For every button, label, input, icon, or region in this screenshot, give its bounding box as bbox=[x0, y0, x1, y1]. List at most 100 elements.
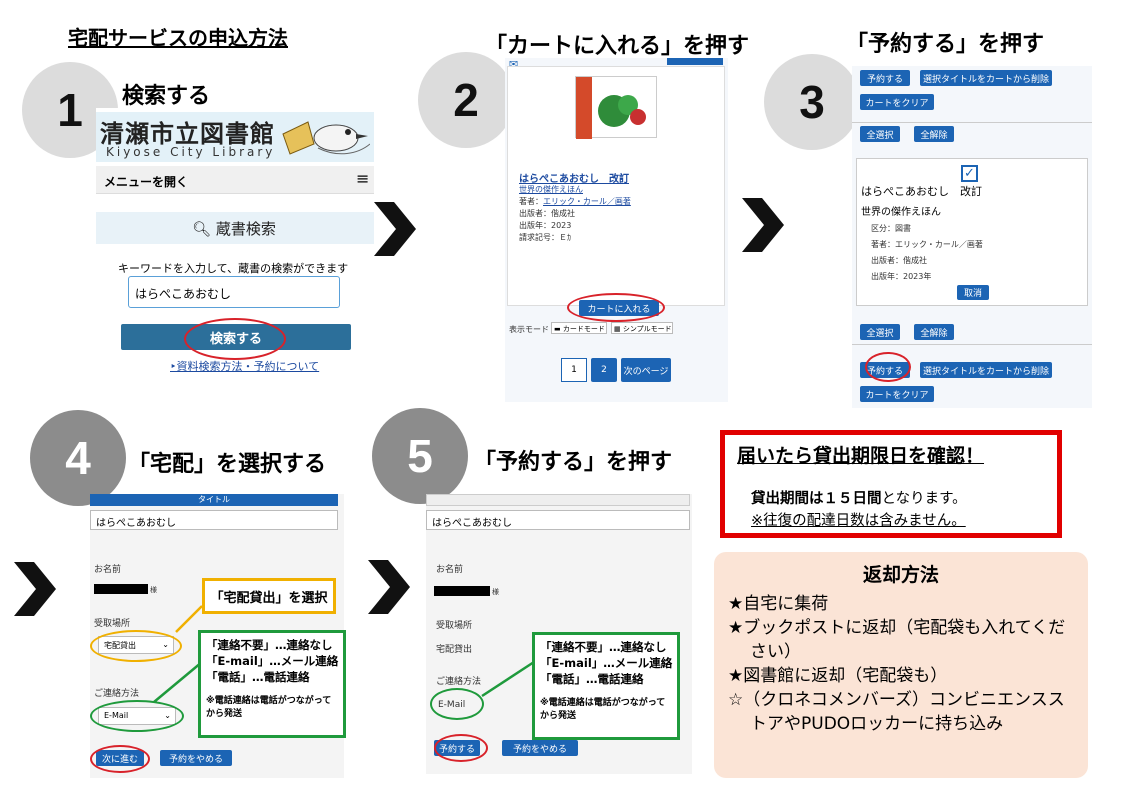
arrow-right-icon bbox=[374, 202, 416, 256]
author-row: 著者：エリック・カール／画著 bbox=[519, 197, 631, 206]
highlight-pickup-select bbox=[90, 630, 182, 662]
search-hint: キーワードを入力して、蔵書の検索ができます bbox=[118, 262, 349, 275]
item-checkbox[interactable]: ✓ bbox=[961, 165, 978, 182]
connector bbox=[481, 660, 535, 698]
redacted-name bbox=[94, 584, 148, 594]
select-all-button-bottom[interactable]: 全選択 bbox=[860, 324, 900, 340]
author-link[interactable]: エリック・カール／画著 bbox=[543, 197, 631, 206]
display-mode-label: 表示モード bbox=[509, 325, 549, 334]
card-mode-button[interactable]: ▬ カードモード bbox=[551, 322, 607, 334]
cart-cancel-button[interactable]: 取消 bbox=[957, 285, 989, 300]
search-icon: 🔍︎ bbox=[192, 220, 212, 238]
cart-publisher: 出版者：偕成社 bbox=[871, 256, 927, 265]
highlight-reserve-button bbox=[434, 734, 488, 762]
contact-label: ご連絡方法 bbox=[436, 677, 482, 687]
pub-year: 出版年：2023 bbox=[519, 221, 572, 230]
remove-from-cart-button-bottom[interactable]: 選択タイトルをカートから削除 bbox=[920, 362, 1052, 378]
deselect-all-button[interactable]: 全解除 bbox=[914, 126, 954, 142]
highlight-search-button bbox=[184, 318, 286, 360]
return-item: ★図書館に返却（宅配袋も） bbox=[728, 666, 948, 686]
reserve-button-top[interactable]: 予約する bbox=[860, 70, 910, 86]
return-method-box: 返却方法 ★自宅に集荷 ★ブックポストに返却（宅配袋も入れてください） ★図書館… bbox=[714, 552, 1088, 778]
cart-author: 著者：エリック・カール／画著 bbox=[871, 240, 983, 249]
deselect-all-button-bottom[interactable]: 全解除 bbox=[914, 324, 954, 340]
cart-category: 区分：図書 bbox=[871, 224, 911, 233]
pickup-label: 受取場所 bbox=[436, 621, 473, 631]
book-title-field: はらぺこあおむし bbox=[426, 510, 690, 530]
loan-period: 貸出期間は１５日間となります。 bbox=[751, 491, 967, 507]
note-line-3: 「電話」…電話連絡 bbox=[540, 672, 644, 686]
highlight-reserve-button bbox=[865, 352, 911, 382]
bird-book-icon bbox=[282, 121, 370, 155]
top-button[interactable] bbox=[667, 58, 723, 65]
note-line-2: 「E-mail」…メール連絡 bbox=[540, 656, 673, 670]
highlight-next-button bbox=[90, 745, 150, 773]
delivery-note: ※往復の配達日数は含みません。 bbox=[751, 513, 966, 529]
mail-icon: ✉ bbox=[509, 58, 519, 71]
name-label: お名前 bbox=[94, 565, 122, 575]
series-link[interactable]: 世界の傑作えほん bbox=[519, 185, 583, 194]
page-1-button[interactable]: 1 bbox=[561, 358, 587, 382]
library-logo: 清瀬市立図書館 Kiyose City Library bbox=[96, 112, 374, 162]
name-label: お名前 bbox=[436, 565, 464, 575]
screenshot-cart: 予約する 選択タイトルをカートから削除 カートをクリア 全選択 全解除 ✓ はら… bbox=[852, 66, 1092, 408]
clear-cart-button-bottom[interactable]: カートをクリア bbox=[860, 386, 934, 402]
redacted-name bbox=[434, 586, 490, 596]
highlight-cart-button bbox=[567, 293, 665, 322]
page-2-button[interactable]: 2 bbox=[591, 358, 617, 382]
note-line-1: 「連絡不要」…連絡なし bbox=[540, 640, 667, 654]
note-phone: ※電話連絡は電話がつながってから発送 bbox=[206, 696, 332, 719]
return-list: ★自宅に集荷 ★ブックポストに返却（宅配袋も入れてください） ★図書館に返却（宅… bbox=[728, 592, 1080, 736]
arrow-right-icon bbox=[14, 562, 56, 616]
arrow-right-icon bbox=[368, 560, 410, 614]
step-2-circle: 2 bbox=[418, 52, 514, 148]
due-box-title: 届いたら貸出期限日を確認！ bbox=[737, 445, 985, 467]
cancel-reservation-button[interactable]: 予約をやめる bbox=[502, 740, 578, 756]
menu-bar[interactable]: メニューを開く ≡ bbox=[96, 166, 374, 194]
book-title-field: はらぺこあおむし bbox=[90, 510, 338, 530]
screenshot-result: ✉ はらぺこあおむし 改訂 世界の傑作えほん 著者：エリック・カール／画著 出版… bbox=[505, 58, 728, 402]
highlight-contact-select bbox=[90, 700, 184, 732]
hamburger-icon[interactable]: ≡ bbox=[356, 169, 370, 188]
next-page-button[interactable]: 次のページ bbox=[621, 358, 671, 382]
clear-cart-button[interactable]: カートをクリア bbox=[860, 94, 934, 110]
search-header-text: 蔵書検索 bbox=[215, 220, 276, 238]
book-cover bbox=[575, 76, 657, 139]
logo-text-en: Kiyose City Library bbox=[106, 145, 276, 159]
book-title-link[interactable]: はらぺこあおむし 改訂 bbox=[519, 174, 629, 185]
search-section-header: 🔍︎ 蔵書検索 bbox=[96, 212, 374, 244]
cart-year: 出版年：2023年 bbox=[871, 272, 932, 281]
pickup-label: 受取場所 bbox=[94, 619, 131, 629]
contact-note-box: 「連絡不要」…連絡なし 「E-mail」…メール連絡 「電話」…電話連絡 ※電話… bbox=[198, 630, 346, 738]
cart-book-title: はらぺこあおむし 改訂 bbox=[861, 185, 982, 198]
note-line-2: 「E-mail」…メール連絡 bbox=[206, 654, 339, 668]
sama-label: 様 bbox=[492, 588, 499, 596]
call-number: 請求記号：Ｅｶ bbox=[519, 233, 571, 242]
callout-select-delivery: 「宅配貸出」を選択 bbox=[202, 578, 336, 614]
cart-item: ✓ はらぺこあおむし 改訂 世界の傑作えほん 区分：図書 著者：エリック・カール… bbox=[856, 158, 1088, 306]
return-item: ☆（クロネコメンバーズ）コンビニエンスストアやPUDOロッカーに持ち込み bbox=[728, 690, 1065, 734]
return-item: ★ブックポストに返却（宅配袋も入れてください） bbox=[728, 618, 1066, 662]
step-3-label: 「予約する」を押す bbox=[846, 32, 1045, 57]
note-line-1: 「連絡不要」…連絡なし bbox=[206, 638, 333, 652]
step-4-circle: 4 bbox=[30, 410, 126, 506]
simple-mode-button[interactable]: ▦ シンプルモード bbox=[611, 322, 673, 334]
contact-label: ご連絡方法 bbox=[94, 689, 140, 699]
select-all-button[interactable]: 全選択 bbox=[860, 126, 900, 142]
step-4-label: 「宅配」を選択する bbox=[128, 452, 327, 477]
page-title: 宅配サービスの申込方法 bbox=[68, 26, 288, 50]
cart-series: 世界の傑作えほん bbox=[861, 207, 941, 218]
step-1-label: 検索する bbox=[122, 84, 211, 109]
note-line-3: 「電話」…電話連絡 bbox=[206, 670, 310, 684]
logo-text-jp: 清瀬市立図書館 bbox=[100, 120, 275, 148]
return-title: 返却方法 bbox=[862, 564, 939, 586]
publisher: 出版者：偕成社 bbox=[519, 209, 575, 218]
search-input[interactable]: はらぺこあおむし bbox=[128, 276, 340, 308]
pickup-value: 宅配貸出 bbox=[436, 645, 473, 655]
step-5-label: 「予約する」を押す bbox=[474, 450, 673, 475]
remove-from-cart-button[interactable]: 選択タイトルをカートから削除 bbox=[920, 70, 1052, 86]
cancel-reservation-button[interactable]: 予約をやめる bbox=[160, 750, 232, 766]
search-help-link[interactable]: ‣資料検索方法・予約について bbox=[170, 360, 320, 373]
form-header: タイトル bbox=[90, 494, 338, 506]
note-phone: ※電話連絡は電話がつながってから発送 bbox=[540, 698, 666, 721]
